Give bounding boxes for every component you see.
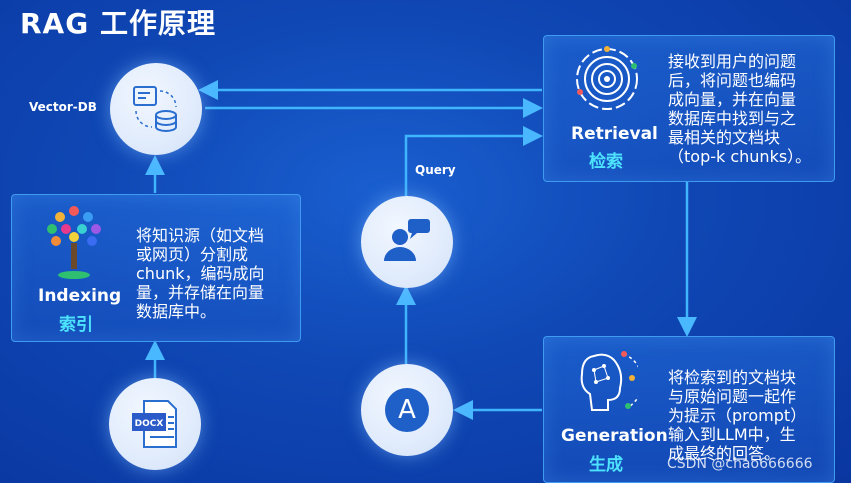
retrieval-card — [543, 35, 835, 182]
generation-title-cn: 生成 — [589, 455, 623, 475]
indexing-title: Indexing — [38, 286, 122, 306]
indexing-description: 将知识源（如文档 或网页）分割成 chunk，编码成向 量，并存储在向量 数据库… — [136, 226, 265, 321]
ai-brain-icon — [580, 351, 638, 411]
answer-label: A — [398, 395, 416, 425]
arrow-query-to-retrieval — [404, 126, 543, 197]
query-label: Query — [415, 163, 456, 177]
docx-file-icon: DOCX — [132, 400, 177, 448]
answer-icon: A — [385, 388, 429, 432]
vector-db-node — [110, 63, 202, 155]
user-question-icon — [384, 219, 430, 261]
target-icon — [576, 46, 638, 110]
knowledge-tree-icon — [47, 206, 101, 279]
generation-description: 将检索到的文档块 与原始问题一起作 为提示（prompt） 输入到LLM中，生 … — [668, 368, 807, 463]
indexing-title-cn: 索引 — [59, 315, 93, 335]
retrieval-title-cn: 检索 — [589, 152, 623, 172]
watermark: CSDN @chao666666 — [667, 456, 813, 472]
page-title: RAG 工作原理 — [20, 7, 216, 40]
docx-label: DOCX — [135, 419, 164, 429]
retrieval-title: Retrieval — [571, 124, 658, 144]
answer-node: A — [361, 364, 453, 456]
database-icon — [133, 86, 177, 132]
generation-title: Generation — [561, 426, 668, 446]
user-node — [361, 196, 453, 288]
retrieval-description: 接收到用户的问题 后，将问题也编码 成向量，并在向量 数据库中找到与之 最相关的… — [668, 52, 812, 166]
docx-node: DOCX — [109, 378, 201, 470]
vector-db-label: Vector-DB — [29, 100, 97, 114]
